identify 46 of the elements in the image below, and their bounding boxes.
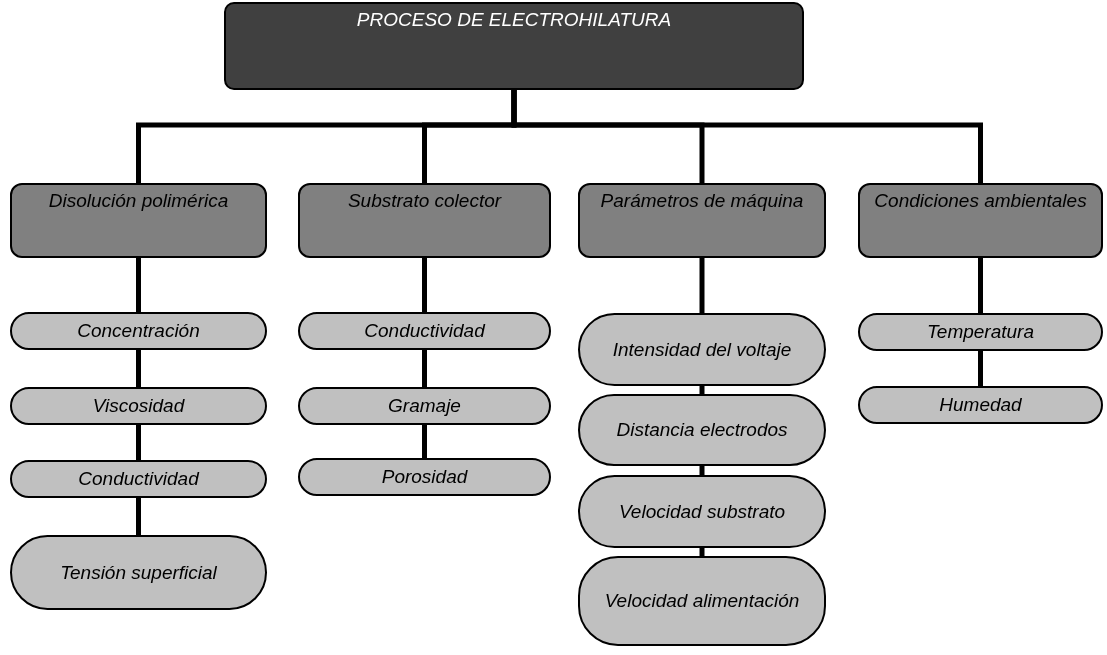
node-label: Conductividad — [78, 467, 199, 491]
connector-line — [511, 90, 983, 183]
node-label: Velocidad substrato — [618, 499, 786, 524]
parameter-pill — [298, 458, 551, 496]
node-label: Tensión superficial — [60, 560, 217, 585]
node-label: Condiciones ambientales — [874, 189, 1087, 213]
parameter-pill — [858, 386, 1103, 424]
connector-line — [136, 350, 141, 387]
connector-line — [422, 258, 427, 312]
connector-line — [699, 258, 705, 313]
connector-line — [136, 498, 141, 535]
node-label: Distancia electrodos — [616, 418, 788, 442]
node-label: Humedad — [939, 393, 1022, 417]
connector-line — [699, 548, 705, 556]
category-box — [858, 183, 1103, 258]
connector-line — [978, 258, 983, 313]
node-label: Viscosidad — [92, 394, 185, 418]
connector-line — [422, 425, 427, 458]
connector-line — [699, 466, 705, 475]
node-label: Substrato colector — [347, 189, 502, 213]
node-label: Porosidad — [381, 465, 468, 489]
parameter-pill — [298, 312, 551, 350]
parameter-pill — [858, 313, 1103, 351]
node-label: Disolución polimérica — [48, 189, 229, 213]
node-label: Intensidad del voltaje — [612, 337, 792, 362]
parameter-pill — [10, 387, 267, 425]
category-box — [578, 183, 826, 258]
category-box — [10, 183, 267, 258]
node-label: Concentración — [77, 319, 200, 343]
node-label: Velocidad alimentación — [604, 589, 800, 613]
parameter-pill — [578, 556, 826, 646]
node-label: Conductividad — [364, 319, 485, 343]
connector-line — [978, 351, 983, 386]
title-box — [224, 2, 804, 90]
parameter-pill — [298, 387, 551, 425]
category-box — [298, 183, 551, 258]
node-label: Gramaje — [388, 394, 461, 418]
connector-line — [136, 425, 141, 460]
parameter-pill — [10, 460, 267, 498]
connector-line — [699, 386, 705, 394]
connector-line — [136, 258, 141, 312]
connector-line — [422, 350, 427, 387]
node-label: Parámetros de máquina — [600, 189, 804, 213]
parameter-pill — [10, 312, 267, 350]
node-label: Temperatura — [927, 320, 1034, 344]
node-label: PROCESO DE ELECTROHILATURA — [356, 8, 672, 32]
